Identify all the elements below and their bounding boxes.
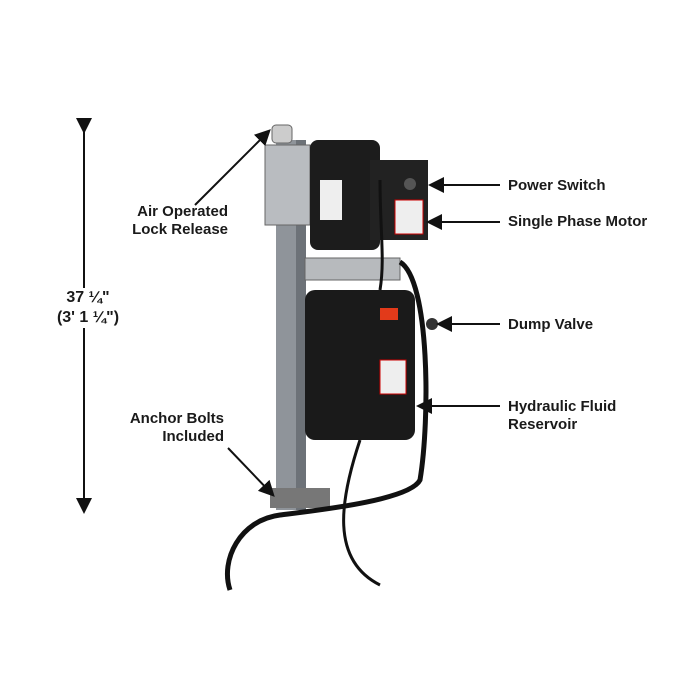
callout-hydraulic-reservoir: Hydraulic Fluid Reservoir: [508, 398, 616, 434]
height-dimension: 37 ¼" (3' 1 ¼"): [48, 288, 128, 328]
air-lock-release: [271, 124, 293, 144]
callout-dump-valve: Dump Valve: [508, 316, 594, 333]
callout-air-lock-release: Air Operated Lock Release: [130, 203, 228, 239]
power-switch-knob: [404, 178, 416, 190]
callout-line: Hydraulic Fluid: [508, 398, 617, 415]
callout-anchor-bolts: Anchor Bolts Included: [120, 410, 224, 446]
hydraulic-reservoir: [305, 290, 415, 440]
callout-line: Included: [162, 428, 224, 445]
base-plate: [270, 488, 330, 508]
height-feet: (3' 1 ¼"): [56, 309, 120, 326]
reservoir-cap: [380, 308, 398, 320]
height-inches: 37 ¼": [66, 289, 110, 306]
lift-column: [276, 140, 298, 510]
callout-line: Reservoir: [508, 416, 578, 433]
callout-power-switch: Power Switch: [508, 177, 606, 194]
callout-single-phase-motor: Single Phase Motor: [508, 213, 648, 230]
dump-valve: [426, 318, 438, 330]
callout-line: Air Operated: [137, 203, 228, 220]
motor: [310, 140, 380, 250]
callout-line: Anchor Bolts: [129, 410, 224, 427]
callout-line: Lock Release: [132, 221, 228, 238]
